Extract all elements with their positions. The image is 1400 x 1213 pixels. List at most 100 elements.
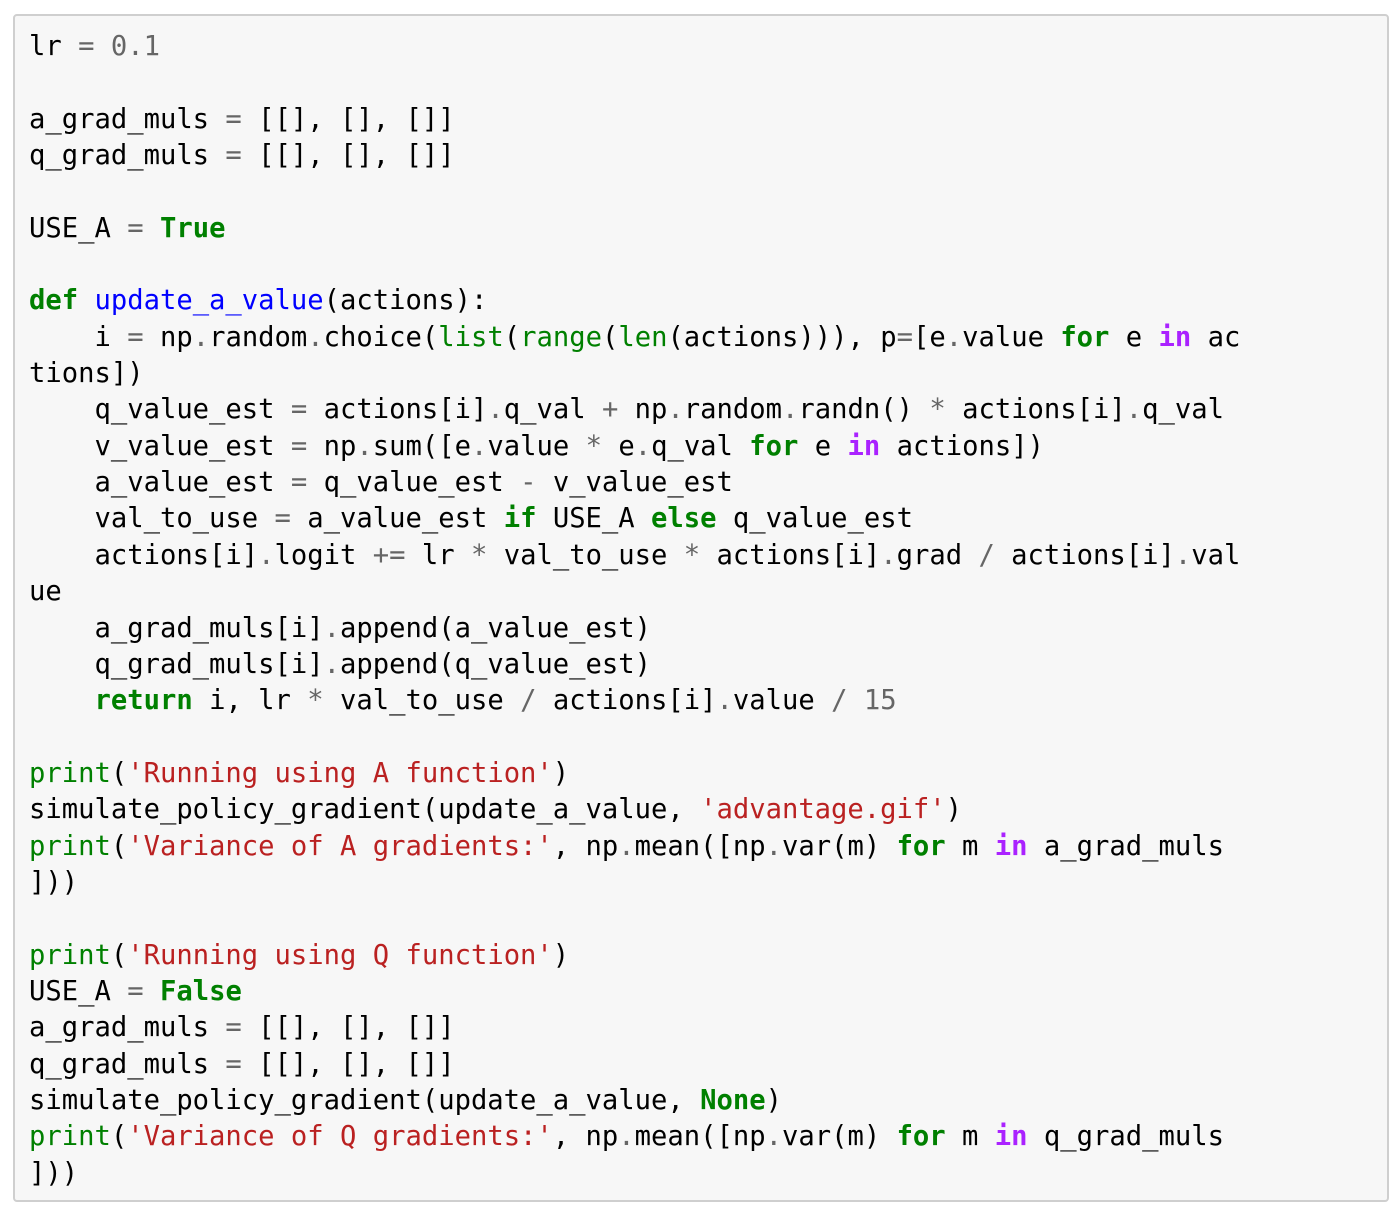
code-token: for (896, 1121, 946, 1153)
code-token: 0.1 (110, 31, 160, 62)
code-token: actions[i] (700, 539, 881, 571)
code-token: None (700, 1084, 766, 1116)
code-token: = (127, 321, 144, 353)
code-token: ( (601, 321, 619, 353)
code-line: return i, lr * val_to_use / actions[i].v… (29, 683, 1240, 719)
code-line: a_grad_muls[i].append(a_value_est) (29, 611, 1240, 647)
code-token: a_value_est (29, 467, 291, 499)
code-token: a_grad_muls[i] (29, 612, 324, 644)
code-line: q_grad_muls[i].append(q_value_est) (29, 647, 1240, 683)
code-token: * (683, 539, 701, 571)
code-token: , np (552, 1121, 619, 1153)
code-token: len (618, 321, 668, 353)
code-token: in (1158, 321, 1192, 353)
code-token: 'Running using Q function' (127, 939, 553, 971)
code-token: np (618, 394, 668, 426)
code-token: USE_A (29, 975, 128, 1007)
code-token: [e (912, 321, 946, 353)
code-token: np (307, 430, 357, 462)
code-line: q_value_est = actions[i].q_val + np.rand… (29, 392, 1240, 428)
code-token: update_a_value (94, 285, 324, 317)
code-token: False (159, 975, 242, 1007)
code-token: np (143, 321, 193, 353)
code-token: q_value_est (29, 394, 291, 426)
code-line: print('Running using Q function') (29, 938, 1240, 974)
code-token: print (29, 1121, 111, 1153)
code-token: . (258, 539, 275, 571)
code-token: = (290, 467, 308, 499)
code-token (78, 285, 94, 316)
code-token: lr (405, 539, 471, 571)
code-token: value (487, 430, 586, 462)
code-token: . (323, 612, 341, 644)
code-token: (actions): (323, 285, 488, 317)
code-token: e (1109, 321, 1159, 353)
code-token: ( (110, 830, 128, 862)
code-token: = (78, 31, 95, 62)
code-token: ) (945, 794, 963, 826)
code-token: m (945, 830, 995, 862)
code-token: e (798, 430, 848, 462)
code-token: = (274, 503, 291, 535)
code-token: = (225, 1048, 242, 1080)
code-token: = (127, 212, 144, 244)
code-token: v_value_est (536, 467, 733, 499)
code-line: a_grad_muls = [[], [], []] (29, 102, 1240, 138)
code-token: * (470, 539, 488, 571)
code-token: q_grad_muls (29, 140, 226, 172)
code-token: val (1191, 539, 1241, 571)
code-line: q_grad_muls = [[], [], []] (29, 1047, 1240, 1083)
code-token: * (929, 394, 946, 426)
code-token: . (765, 1121, 782, 1153)
code-token: q_grad_muls[i] (29, 648, 324, 680)
code-line: i = np.random.choice(list(range(len(acti… (29, 320, 1240, 356)
code-token: . (618, 830, 635, 862)
code-token: logit (274, 539, 373, 571)
code-token: sum([e (372, 430, 471, 462)
code-token: = (896, 321, 913, 353)
code-token: * (307, 685, 324, 717)
code-token: lr (29, 31, 79, 62)
code-token: actions]) (880, 430, 1044, 462)
code-token: = (290, 394, 308, 426)
code-line: actions[i].logit += lr * val_to_use * ac… (29, 538, 1240, 574)
code-line: USE_A = True (29, 211, 1240, 247)
code-token: USE_A (29, 212, 128, 244)
code-token: ])) (29, 1157, 79, 1189)
code-line: simulate_policy_gradient(update_a_value,… (29, 1083, 1240, 1119)
code-token: a_grad_muls (29, 1012, 226, 1044)
code-token: q_value_est (716, 503, 913, 535)
code-token: var(m) (781, 1121, 897, 1153)
code-editor[interactable]: lr = 0.1​a_grad_muls = [[], [], []]q_gra… (29, 29, 1240, 1192)
code-token: actions[i] (307, 394, 488, 426)
code-token: for (896, 830, 946, 862)
code-token: / (831, 685, 848, 717)
code-token: . (470, 430, 488, 462)
code-token: ( (110, 939, 128, 971)
code-line: simulate_policy_gradient(update_a_value,… (29, 792, 1240, 828)
code-line: def update_a_value(actions): (29, 283, 1240, 319)
code-token: USE_A (536, 503, 652, 535)
code-token: = (225, 1012, 242, 1044)
code-line: ​ (29, 174, 1240, 210)
code-line: lr = 0.1 (29, 29, 1240, 65)
code-line: ])) (29, 865, 1240, 901)
code-token: + (601, 394, 619, 426)
code-token: [[], [], []] (241, 1048, 455, 1080)
code-token: . (667, 394, 684, 426)
code-token: append(q_value_est) (340, 648, 652, 680)
code-token: in (994, 1121, 1028, 1153)
code-token: ])) (29, 866, 79, 898)
code-cell[interactable]: lr = 0.1​a_grad_muls = [[], [], []]q_gra… (13, 14, 1389, 1202)
code-token (144, 213, 160, 244)
code-token: value (962, 321, 1061, 353)
code-line: v_value_est = np.sum([e.value * e.q_val … (29, 429, 1240, 465)
code-token: . (782, 394, 799, 426)
code-token: (actions))), p (667, 321, 897, 353)
code-token: print (29, 830, 111, 862)
code-line: q_grad_muls = [[], [], []] (29, 138, 1240, 174)
code-token: . (356, 430, 373, 462)
code-token (29, 685, 94, 716)
code-token: mean([np (634, 1121, 766, 1153)
code-token: . (716, 685, 733, 717)
